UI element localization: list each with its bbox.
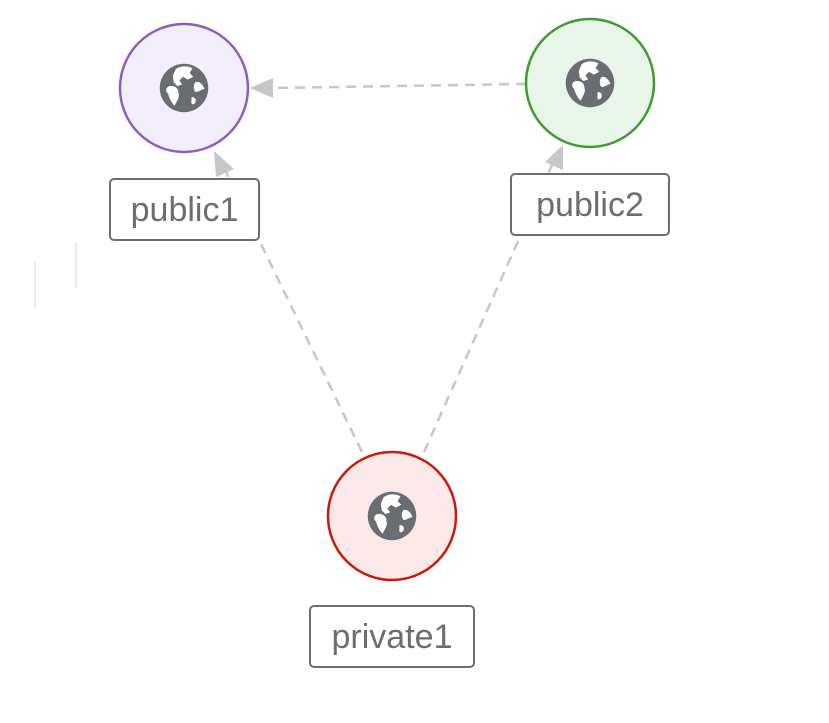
- node-private1-label-box[interactable]: [309, 605, 475, 668]
- arrowhead-icon: [250, 78, 273, 98]
- panel-divider-marks: [34, 243, 77, 308]
- node-public2[interactable]: public2: [510, 17, 670, 236]
- edge-public2-to-public1[interactable]: [250, 78, 527, 98]
- globe-icon: [367, 491, 417, 541]
- node-public1[interactable]: public1: [109, 22, 260, 241]
- node-public2-label-box[interactable]: [510, 173, 670, 236]
- arrowhead-icon: [214, 151, 234, 177]
- node-private1[interactable]: private1: [309, 450, 475, 668]
- globe-icon: [159, 63, 209, 113]
- edges-layer: [214, 78, 563, 453]
- globe-icon: [565, 58, 615, 108]
- arrowhead-icon: [545, 145, 563, 170]
- node-public1-label: public1: [131, 191, 239, 229]
- node-private1-label: private1: [332, 618, 453, 656]
- node-public1-label-box[interactable]: [109, 178, 260, 241]
- node-public2-label: public2: [536, 186, 644, 224]
